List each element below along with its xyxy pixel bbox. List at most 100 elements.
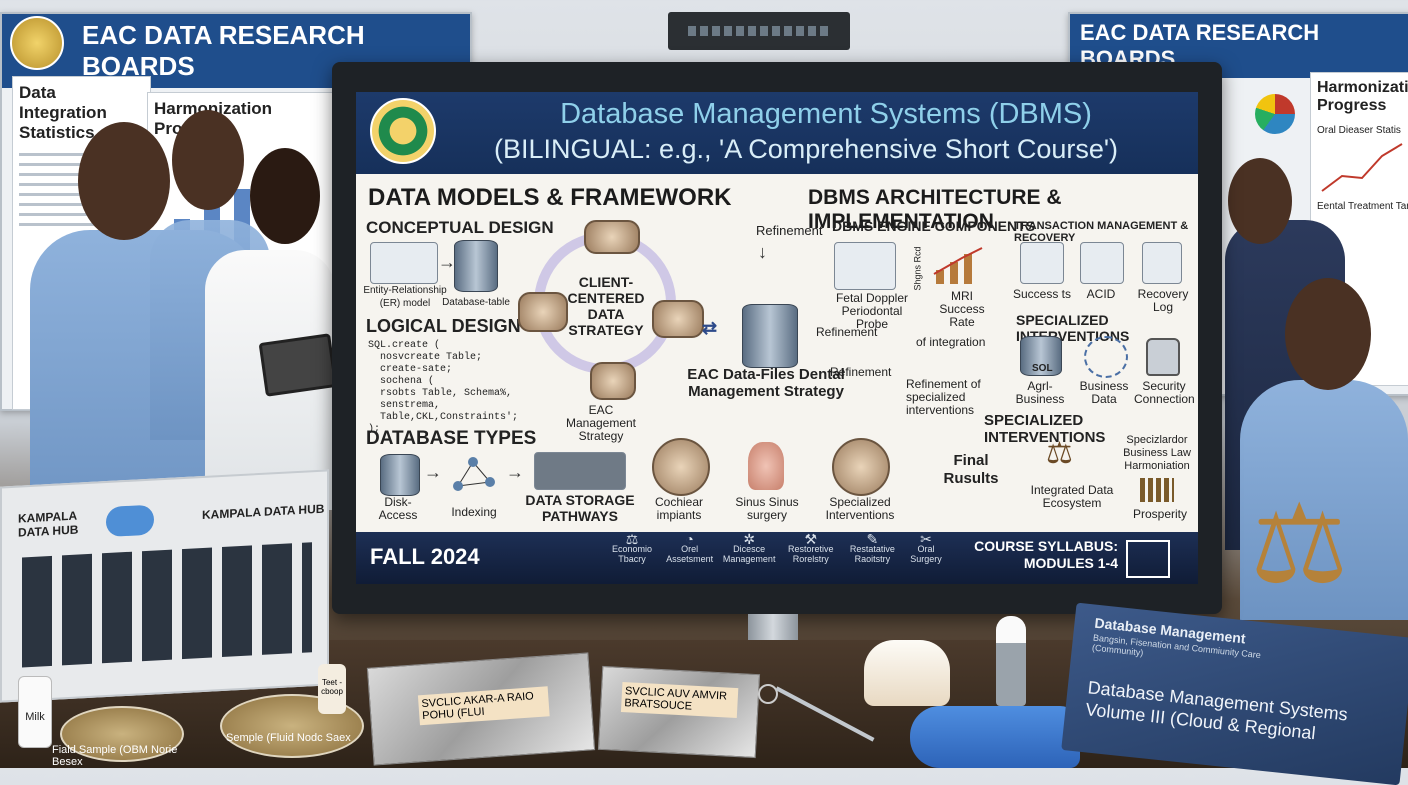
module-item-disease-management: ✲Dicesce Management (721, 531, 777, 582)
module-item-restorative: ⚒Restoretive Rorelstry (783, 531, 839, 582)
course-syllabus-label: COURSE SYLLABUS: MODULES 1-4 (974, 538, 1118, 571)
er-diagram-icon (370, 242, 438, 284)
module-item-disease-management-label: Dicesce Management (722, 544, 776, 564)
pie-chart-icon (1255, 94, 1295, 134)
dental-mirror (758, 684, 778, 704)
recovery-log-icon (1142, 242, 1182, 284)
database-table-label: Database-table (442, 297, 510, 308)
module-item-economics-label: Economio Tbacry (611, 544, 653, 564)
team-photo-top (584, 220, 640, 254)
syringe-icon: ✎ (866, 531, 879, 547)
sample-dish-left: Fiald Sample (OBM Norie Besex (52, 706, 184, 768)
sql-code-block: SQL.create ( nosvcreate Table; create-sa… (368, 340, 519, 435)
dbms-architecture-heading: DBMS ARCHITECTURE & IMPLEMENTATION (808, 186, 1062, 233)
business-law-label: Specizlardor Business Law Harmoniation (1123, 434, 1191, 472)
conceptual-design-heading: CONCEPTUAL DESIGN (366, 218, 554, 237)
colleague-head (172, 110, 244, 210)
security-connection-label: Security Connection (1134, 379, 1195, 406)
module-item-oral-surgery: ✂Oral Surgery (906, 531, 946, 582)
fall-term-label: FALL 2024 (370, 544, 480, 569)
scalpel-icon: ✂ (920, 531, 932, 547)
team-photo-right (652, 300, 704, 338)
central-database-icon (742, 304, 798, 368)
indexing-label: Indexing (451, 505, 497, 519)
index-to-storage-arrow: → (506, 462, 524, 482)
disk-access-label: Disk-Access (378, 495, 418, 522)
prosperity-label: Prosperity (1132, 507, 1188, 521)
blue-glove (910, 706, 1080, 768)
brass-scales: ⚖ (1250, 483, 1349, 606)
disk-to-index-arrow: → (424, 462, 442, 482)
panel-subtitle-treatment: Eental Treatment Tarl (1317, 201, 1408, 212)
database-types-heading: DATABASE TYPES (366, 428, 537, 449)
virus-icon: ✲ (743, 531, 756, 547)
course-screen: Database Management Systems (DBMS) (BILI… (356, 92, 1198, 584)
screen-header (356, 92, 1198, 174)
server-racks (22, 542, 312, 668)
screen-bottom-bar (356, 532, 1198, 584)
teacher-board-icon (1126, 540, 1170, 578)
seated-man (1240, 380, 1408, 620)
storage-pathways-icon (534, 452, 626, 490)
teeth-cup-label: Teet - cboop (321, 678, 343, 696)
hub-label-right: KAMPALA DATA HUB (202, 501, 325, 523)
right-board-title: EAC DATA RESEARCH BOARDS (1080, 20, 1320, 71)
teeth-cup: Teet - cboop (318, 664, 346, 714)
screen-title: Database Management Systems (DBMS) (560, 98, 1092, 130)
sample-right-label: Semple (Fluid Nodc Saex (226, 732, 351, 744)
bidirectional-arrows: ⇄ (702, 318, 718, 338)
success-icon (1020, 242, 1064, 284)
fetal-doppler-chart (834, 242, 896, 290)
pointing-man-head (1228, 158, 1292, 244)
refinement-specialized-label: Refinement of specialized interventions (906, 377, 981, 417)
fetal-doppler-label: Fetal Doppler Periodontal Probe (835, 291, 909, 331)
er-model-label: Entity-Relationship (ER) model (363, 285, 447, 309)
sinus-image (748, 442, 784, 490)
disk-access-icon (380, 454, 420, 496)
sample-left-label: Fiald Sample (OBM Norie Besex (52, 744, 178, 768)
module-item-economics: ⚖Economio Tbacry (606, 531, 658, 582)
module-item-restatative: ✎Restatative Raoitstry (844, 531, 900, 582)
screen-subtitle: (BILINGUAL: e.g., 'A Comprehensive Short… (493, 134, 1119, 164)
security-lock-icon (1146, 338, 1180, 376)
specialized-heading-2: SPECIALIZED INTERVENTIONS (984, 412, 1106, 446)
implant-icon: ⚒ (804, 531, 818, 547)
panel-title-harmonization-right: Harmonization Progress (1317, 79, 1408, 114)
storage-pathways-label: DATA STORAGE PATHWAYS (525, 492, 635, 524)
dental-implant-model (996, 616, 1026, 706)
module-item-oral-assessment-label: Orel Assetsment (666, 544, 714, 564)
refinement-mid-label: Refinement (816, 325, 878, 339)
right-board-header: EAC DATA RESEARCH BOARDS (1070, 14, 1408, 78)
sample-bag-2: SVCLIC AUV AMVIR BRATSOUCE (597, 665, 761, 759)
specialized-interventions-image (832, 438, 890, 496)
er-to-table-arrow: → (438, 252, 456, 272)
business-data-label: Business Data (1079, 379, 1129, 406)
eac-emblem (370, 98, 436, 164)
dental-strategy-label: EAC Data-Files Dental Management Strateg… (687, 366, 845, 400)
final-results-label: Final Rusults (943, 452, 999, 487)
module-icon-strip: ⚖Economio Tbacry ◔Orel Assetsment ✲Dices… (606, 531, 946, 582)
acid-label: ACID (1086, 287, 1116, 301)
module-item-restorative-label: Restoretive Rorelstry (788, 544, 834, 564)
refinement-top-label: Refinement (756, 223, 823, 238)
bag2-label: SVCLIC AUV AMVIR BRATSOUCE (620, 682, 739, 719)
agri-business-label: Agrl-Business (1015, 379, 1065, 406)
mri-success-label: MRI Success Rate (939, 289, 985, 329)
scales-icon: ⚖ (625, 531, 639, 547)
eac-logo-left (10, 16, 64, 70)
panel-title-integration: Data Integration Statistics (19, 83, 107, 142)
seated-man-head (1285, 278, 1371, 390)
business-data-network-icon (1084, 336, 1128, 378)
data-models-heading: DATA MODELS & FRAMEWORK (368, 184, 732, 211)
left-board-title: EAC DATA RESEARCH BOARDS (82, 20, 365, 81)
sinus-label: Sinus Sinus surgery (735, 495, 799, 522)
specialized-interventions-label: Specialized Interventions (825, 495, 895, 522)
module-item-restatative-label: Restatative Raoitstry (849, 544, 895, 564)
panel-subtitle-oral: Oral Dieaser Statis (1317, 125, 1401, 136)
module-item-oral-surgery-label: Oral Surgery (910, 544, 942, 564)
success-label: Success ts (1012, 287, 1072, 301)
acid-chart-icon (1080, 242, 1124, 284)
doctor-head (250, 148, 320, 244)
sol-database-icon (1020, 336, 1062, 376)
milk-bottle: Milk (18, 676, 52, 748)
